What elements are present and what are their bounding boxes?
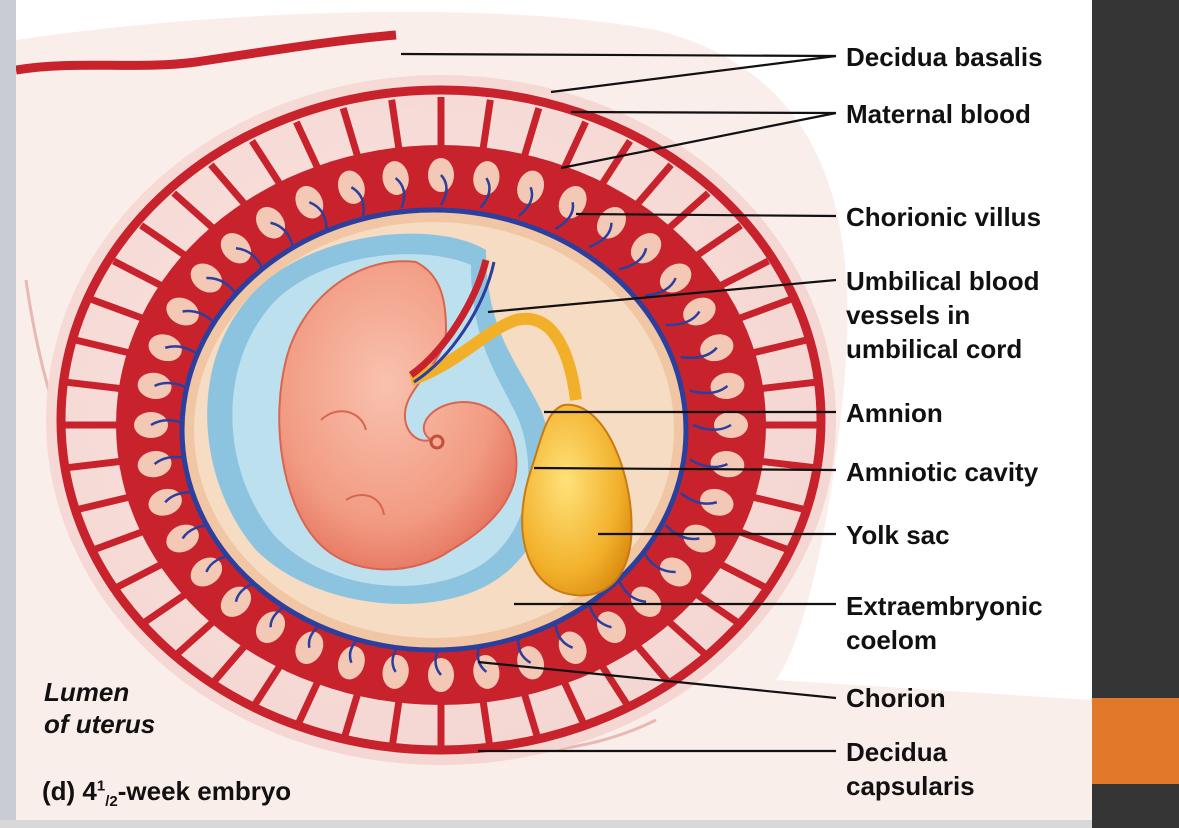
embryo-eye [429, 434, 445, 450]
label-maternal-blood: Maternal blood [846, 99, 1031, 129]
decidual-spoke [139, 222, 188, 259]
decidual-spoke [208, 162, 248, 207]
decidual-spoke [694, 222, 743, 259]
decidual-spoke [293, 680, 321, 730]
decidual-spoke [249, 663, 283, 711]
yolk-sac [521, 403, 633, 597]
label-amnion: Amnion [846, 398, 943, 428]
left-frame-bar [0, 0, 16, 828]
villus [689, 450, 745, 478]
decidual-spoke [139, 591, 188, 628]
embryo-limb-bud-lower [345, 494, 385, 516]
caption-fraction-denominator: /2 [105, 793, 118, 811]
label-decidua-basalis: Decidua basalis [846, 42, 1043, 72]
villus [473, 161, 500, 209]
caption-suffix: -week embryo [117, 776, 292, 806]
right-side-panel [1092, 0, 1179, 828]
caption-fraction-numerator: 1 [96, 777, 106, 795]
embryo-limb-bud-upper [320, 410, 367, 431]
decidual-spoke [599, 139, 633, 187]
decidual-spoke [599, 663, 633, 711]
villus [665, 297, 716, 327]
decidual-spoke [171, 618, 216, 660]
decidual-spoke [388, 700, 403, 751]
decidual-spoke [65, 457, 123, 472]
maternal-artery-branch [16, 30, 397, 75]
leader-lines [400, 52, 837, 753]
embryo-illustration [16, 11, 1092, 820]
label-amniotic-cavity: Amniotic cavity [846, 457, 1039, 487]
villus [337, 170, 365, 216]
label-extraembryonic-coelom: Extraembryonic coelom [846, 591, 1043, 655]
embryo-diagram-figure: Decidua basalis Maternal blood Chorionic… [16, 0, 1092, 820]
decidual-spoke [112, 257, 164, 290]
decidual-spoke [520, 692, 543, 743]
decidual-spoke [759, 457, 817, 472]
villus [220, 233, 264, 270]
decidual-spoke [339, 107, 362, 158]
label-chorionic-villus: Chorionic villus [846, 202, 1042, 232]
villus [644, 263, 692, 297]
decidual-spoke [737, 296, 792, 322]
figure-caption: (d) 41/2-week embryo [42, 776, 291, 810]
decidual-spoke [694, 591, 743, 628]
villus [689, 372, 745, 400]
villus [692, 412, 748, 438]
decidual-spoke [666, 618, 711, 660]
villus [295, 185, 328, 230]
villus [618, 233, 662, 271]
umbilical-vein [413, 261, 496, 384]
villus [618, 580, 662, 617]
decidual-spoke [112, 560, 164, 593]
decidual-spoke [339, 692, 362, 743]
decidual-spoke [718, 560, 770, 593]
decidual-spoke [293, 120, 321, 170]
villus [382, 161, 409, 209]
label-lumen-of-uterus: Lumen of uterus [44, 677, 156, 739]
decidual-spoke [666, 190, 711, 232]
umbilical-vessels [408, 259, 490, 378]
chorionic-villi [134, 158, 748, 692]
villus [517, 170, 545, 217]
decidual-spoke [520, 107, 543, 158]
decidual-spoke [208, 643, 248, 688]
decidual-spoke [65, 378, 123, 393]
decidual-spoke [75, 336, 131, 357]
villus [679, 488, 734, 516]
bottom-frame-bar [0, 820, 1092, 828]
decidual-spoke [561, 680, 589, 730]
decidual-spoke [479, 700, 494, 751]
decidual-spoke [75, 493, 131, 514]
villus [554, 185, 587, 231]
decidual-spoke [388, 99, 403, 150]
decidual-spoke [90, 296, 145, 322]
decidual-spoke [171, 190, 216, 232]
villus [587, 602, 626, 643]
orange-accent-block [1092, 698, 1179, 784]
label-umbilical-blood-vessels: Umbilical blood vessels in umbilical cor… [846, 266, 1040, 364]
caption-prefix: (d) 4 [42, 776, 97, 806]
villus [680, 334, 734, 362]
decidual-spoke [561, 120, 589, 170]
label-chorion: Chorion [846, 683, 946, 713]
decidual-spoke [479, 99, 494, 150]
villus [428, 158, 454, 206]
villus [664, 524, 716, 553]
label-yolk-sac: Yolk sac [846, 520, 950, 550]
decidual-spoke [751, 493, 807, 514]
decidual-spoke [249, 139, 283, 187]
decidual-spoke [90, 528, 145, 554]
villus [643, 553, 692, 587]
decidual-spoke [634, 162, 674, 207]
decidual-spoke [634, 643, 674, 688]
decidual-spoke [718, 257, 770, 290]
label-decidua-capsularis: Decidua capsularis [846, 737, 975, 801]
decidual-spoke [759, 378, 817, 393]
yolk-stalk [409, 312, 582, 401]
villus [256, 207, 295, 248]
decidual-spoke [751, 336, 807, 357]
